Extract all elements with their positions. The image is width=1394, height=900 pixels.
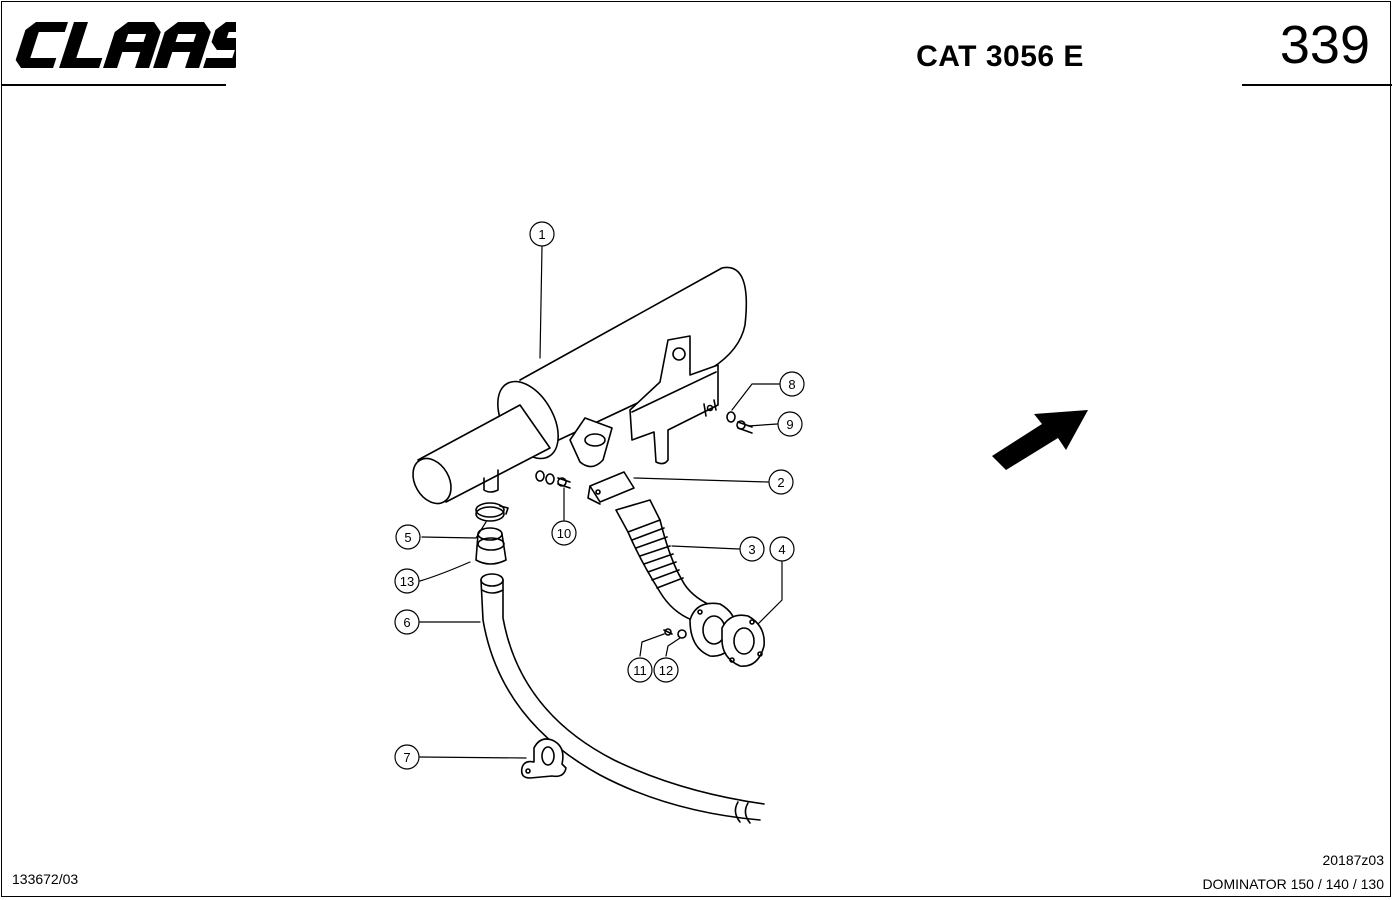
callout-6: 6 bbox=[394, 609, 420, 635]
header-rule-left bbox=[1, 84, 226, 86]
callout-4: 4 bbox=[769, 536, 795, 562]
callout-5: 5 bbox=[395, 524, 421, 550]
callout-label-7: 7 bbox=[403, 750, 410, 765]
callout-label-2: 2 bbox=[777, 475, 784, 490]
mounting-bracket bbox=[629, 335, 719, 465]
callout-10: 10 bbox=[551, 520, 577, 546]
fasteners bbox=[535, 411, 753, 639]
drain-hose bbox=[480, 573, 765, 824]
footer-machine: DOMINATOR 150 / 140 / 130 bbox=[1202, 876, 1384, 892]
callout-label-10: 10 bbox=[557, 526, 571, 541]
callout-label-12: 12 bbox=[659, 663, 673, 678]
pipe-clip bbox=[520, 738, 567, 779]
header-rule-right bbox=[1242, 84, 1392, 86]
flange-gasket bbox=[689, 602, 765, 667]
callout-13: 13 bbox=[394, 568, 420, 594]
callout-3: 3 bbox=[739, 536, 765, 562]
clamp-part bbox=[587, 471, 635, 505]
callout-2: 2 bbox=[768, 469, 794, 495]
hose-clamp bbox=[475, 502, 509, 522]
callout-7: 7 bbox=[394, 744, 420, 770]
footer-right-code: 20187z03 bbox=[1322, 852, 1384, 868]
callout-label-4: 4 bbox=[778, 542, 785, 557]
callout-8: 8 bbox=[779, 371, 805, 397]
callout-group: 1 2 3 4 5 6 7 8 9 10 11 12 13 bbox=[394, 221, 805, 770]
callout-1: 1 bbox=[529, 221, 555, 247]
callout-12: 12 bbox=[653, 657, 679, 683]
callout-label-11: 11 bbox=[633, 663, 647, 678]
claas-logo bbox=[15, 22, 236, 68]
model-title: CAT 3056 E bbox=[916, 40, 1084, 73]
callout-label-13: 13 bbox=[400, 574, 414, 589]
callout-label-9: 9 bbox=[786, 417, 793, 432]
callout-label-5: 5 bbox=[404, 530, 411, 545]
muffler bbox=[412, 266, 748, 505]
page-number: 339 bbox=[1279, 15, 1370, 75]
callout-label-1: 1 bbox=[538, 227, 545, 242]
forward-arrow-icon bbox=[992, 410, 1088, 470]
callout-label-8: 8 bbox=[788, 377, 795, 392]
flex-pipe bbox=[615, 499, 713, 621]
callout-label-3: 3 bbox=[748, 542, 755, 557]
callout-label-6: 6 bbox=[403, 615, 410, 630]
callout-9: 9 bbox=[777, 411, 803, 437]
leader-lines bbox=[419, 246, 783, 759]
callout-11: 11 bbox=[627, 657, 653, 683]
hose-adapter bbox=[475, 527, 507, 565]
footer-left-code: 133672/03 bbox=[12, 871, 79, 887]
